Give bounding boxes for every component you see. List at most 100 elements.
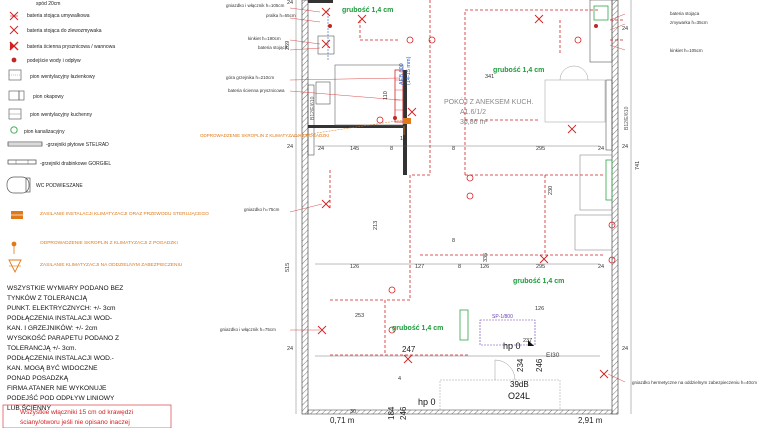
note-line: PONAD POSADZKĄ bbox=[7, 375, 69, 382]
svg-text:515: 515 bbox=[285, 263, 291, 272]
electrical-routes bbox=[329, 0, 625, 356]
water-point-icon bbox=[11, 57, 17, 63]
legend-top-cut: spód 20cm bbox=[36, 1, 60, 7]
radiator-panel bbox=[605, 159, 613, 201]
socket-markers bbox=[317, 7, 609, 379]
water-points bbox=[328, 24, 598, 120]
svg-text:gniazdko i włącznik h=105cm: gniazdko i włącznik h=105cm bbox=[226, 3, 285, 8]
orange-legend-line: ZASILANIE INSTALACJI KLIMATYZACJI ORAZ P… bbox=[40, 211, 209, 217]
doorway bbox=[439, 379, 561, 411]
tap-washbasin-icon bbox=[9, 11, 19, 21]
cabinet bbox=[574, 214, 613, 251]
svg-text:24: 24 bbox=[622, 144, 628, 150]
legend-label: bateria stojąca do zlewozmywaka bbox=[27, 28, 102, 34]
svg-text:24: 24 bbox=[287, 144, 293, 150]
svg-text:bateria stojąca: bateria stojąca bbox=[670, 11, 700, 16]
note-line: PODEJŚĆ POD ODPŁYW LINIOWY bbox=[7, 393, 115, 402]
note-line: PODŁĄCZENIA INSTALACJI WOD.- bbox=[7, 355, 114, 362]
svg-text:gniazdko hermetyczne na oddzie: gniazdko hermetyczne na oddzielnym zabez… bbox=[632, 380, 757, 385]
floor-thickness-label: grubość 1,4 cm bbox=[513, 278, 564, 285]
orange-legend-line: ZASILANIE KLIMATYZACJI NA ODDZIELNYM ZAB… bbox=[40, 262, 183, 268]
svg-text:8: 8 bbox=[452, 238, 455, 244]
svg-text:4: 4 bbox=[398, 376, 401, 382]
tap-shower-icon bbox=[9, 41, 19, 51]
orange-legend-line: ODPROWADZENIE SKROPLIN Z KLIMATYZACJI Z … bbox=[40, 240, 178, 246]
panel-radiator-icon bbox=[7, 141, 43, 147]
ladder-radiator bbox=[394, 69, 404, 123]
radiator-panel bbox=[459, 309, 469, 341]
leader-lines bbox=[289, 7, 626, 383]
hood-vent-icon bbox=[8, 90, 25, 101]
vent-code: SP-1/800 bbox=[492, 314, 513, 320]
legend-label: bateria stojąca umywalkowa bbox=[27, 13, 90, 19]
svg-text:kinkiet h=190cm: kinkiet h=190cm bbox=[248, 36, 281, 41]
kitchen-vent-icon bbox=[8, 108, 22, 120]
svg-text:741: 741 bbox=[635, 161, 641, 170]
switch-markers bbox=[376, 36, 616, 334]
door-code: O24L bbox=[508, 391, 530, 401]
svg-text:127: 127 bbox=[415, 264, 424, 270]
svg-text:hp 0: hp 0 bbox=[418, 397, 436, 407]
svg-text:24: 24 bbox=[287, 0, 293, 6]
svg-text:253: 253 bbox=[355, 313, 364, 319]
legend-label: pion kanalizacyjny bbox=[24, 129, 65, 135]
svg-text:A1.6/1/2: A1.6/1/2 bbox=[460, 109, 486, 116]
washbasin bbox=[317, 35, 335, 55]
wc-icon bbox=[6, 176, 31, 194]
notes-block: WSZYSTKIE WYMIARY PODANO BEZ TYNKÓW Z TO… bbox=[7, 285, 123, 412]
svg-text:gniazdko i włącznik h=75cm: gniazdko i włącznik h=75cm bbox=[220, 327, 276, 332]
legend-label: podejście wody i odpływ bbox=[27, 58, 81, 64]
note-line: KAN. I GRZEJNIKÓW: +/- 2cm bbox=[7, 323, 98, 332]
svg-text:10: 10 bbox=[400, 136, 406, 142]
svg-text:ODPROWADZENIE SKROPLIN Z KLIMA: ODPROWADZENIE SKROPLIN Z KLIMATYZACJI Z … bbox=[200, 133, 329, 138]
right-annotations: bateria stojąca zmywarka h=35cm kinkiet … bbox=[632, 11, 757, 385]
dimension-texts: 24 269 24 515 24 24 145 8 8 10 295 24 34… bbox=[285, 0, 641, 425]
svg-text:zmywarka h=35cm: zmywarka h=35cm bbox=[670, 20, 708, 25]
dimension-lines bbox=[295, 0, 632, 414]
svg-text:295: 295 bbox=[536, 264, 545, 270]
ladder-radiator-icon bbox=[7, 159, 37, 165]
legend-label: -grzejniki drabinkowe GORGIEL bbox=[40, 161, 111, 167]
note-line: TYNKÓW Z TOLERANCJĄ bbox=[7, 293, 88, 302]
svg-text:246: 246 bbox=[535, 358, 544, 372]
fire-rating: EI30 bbox=[546, 352, 560, 359]
shower-area bbox=[334, 64, 404, 126]
note-line: TOLERANCJĄ +/- 3cm. bbox=[7, 345, 76, 352]
svg-text:335: 335 bbox=[483, 253, 489, 262]
svg-text:24: 24 bbox=[622, 346, 628, 352]
svg-text:pralka h=65cm: pralka h=65cm bbox=[266, 13, 296, 18]
legend-label: -grzejniki płytowe STELRAD bbox=[46, 142, 109, 148]
svg-text:8: 8 bbox=[390, 146, 393, 152]
svg-text:hp 0: hp 0 bbox=[503, 341, 521, 351]
legend-label: pion wentylacyjny łazienkowy bbox=[30, 74, 96, 80]
dimension-text: 247 bbox=[402, 345, 416, 354]
floor-thickness-label: grubość 1,4 cm bbox=[392, 325, 443, 332]
legend-label: bateria ścienna prysznicowa / wannowa bbox=[27, 44, 115, 50]
svg-text:126: 126 bbox=[535, 306, 544, 312]
window-frame bbox=[307, 84, 315, 156]
svg-text:bateria ścienna prysznicowa: bateria ścienna prysznicowa bbox=[228, 88, 285, 93]
svg-text:24: 24 bbox=[598, 264, 604, 270]
svg-text:269: 269 bbox=[285, 41, 291, 50]
legend-label: pion okapowy bbox=[33, 94, 64, 100]
svg-text:30: 30 bbox=[350, 409, 356, 415]
ac-drain-marker bbox=[403, 118, 411, 135]
svg-text:184: 184 bbox=[387, 406, 396, 420]
plan-area: hp 0 hp 0 POKÓJ Z ANEKSEM KUCH. A1.6/1/2… bbox=[200, 0, 757, 425]
svg-text:213: 213 bbox=[373, 221, 379, 230]
svg-text:kinkiet h=105cm: kinkiet h=105cm bbox=[670, 48, 703, 53]
ac-power-icon bbox=[8, 259, 22, 274]
svg-text:POKÓJ Z ANEKSEM KUCH.: POKÓJ Z ANEKSEM KUCH. bbox=[444, 97, 534, 106]
note-line: KAN. MOGĄ BYĆ WIDOCZNE bbox=[7, 363, 98, 372]
svg-text:230: 230 bbox=[548, 186, 554, 195]
window-code: B12/E/610 bbox=[310, 96, 316, 120]
svg-text:246: 246 bbox=[399, 406, 408, 420]
bath-vent-icon bbox=[8, 69, 22, 81]
window-frame bbox=[605, 79, 613, 151]
left-annotations: gniazdko i włącznik h=105cm pralka h=65c… bbox=[200, 3, 329, 332]
note-line: WYSOKOŚĆ PARAPETU PODANO Z bbox=[7, 333, 119, 342]
floor-thickness-label: grubość 1,4 cm bbox=[493, 67, 544, 74]
svg-text:110: 110 bbox=[383, 91, 389, 100]
furniture-outline bbox=[544, 79, 606, 123]
